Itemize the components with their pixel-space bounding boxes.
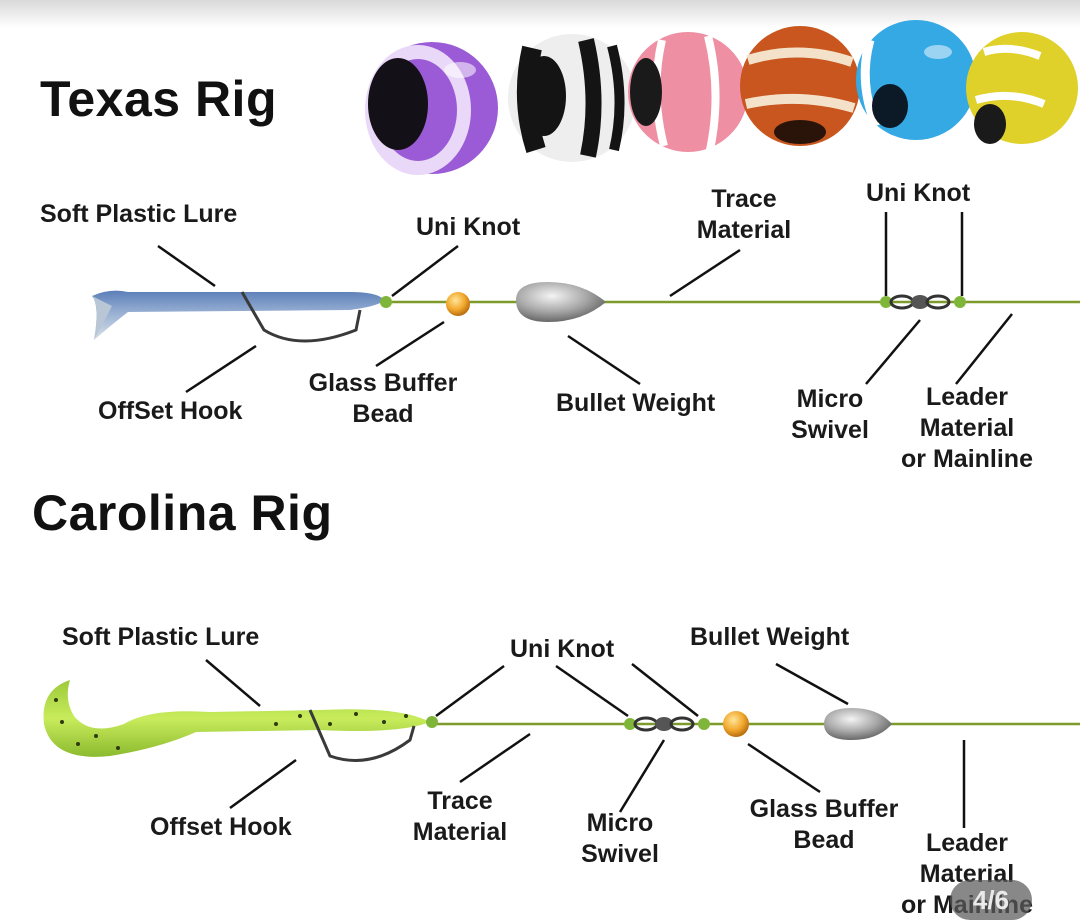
carolina-offset-hook xyxy=(308,709,416,762)
bead-yellow xyxy=(966,32,1078,144)
texas-label-offset-hook: OffSet Hook xyxy=(98,397,243,425)
carolina-label-bullet-weight: Bullet Weight xyxy=(690,623,850,651)
texas-glass-bead xyxy=(446,292,470,316)
carolina-label-offset-hook: Offset Hook xyxy=(150,813,292,841)
carolina-pointer-lines xyxy=(205,659,966,828)
bead-black-white xyxy=(508,34,636,162)
bead-orange xyxy=(740,26,860,146)
texas-label-soft-plastic-lure: Soft Plastic Lure xyxy=(40,200,238,228)
carolina-glass-bead xyxy=(723,711,749,737)
texas-rig-title: Texas Rig xyxy=(40,71,277,127)
texas-label-bullet-weight: Bullet Weight xyxy=(556,389,716,417)
carolina-rig-title: Carolina Rig xyxy=(32,485,333,541)
texas-label-uni-knot-2: Uni Knot xyxy=(866,179,971,207)
texas-label-uni-knot: Uni Knot xyxy=(416,213,521,241)
texas-micro-swivel xyxy=(880,294,966,310)
texas-bullet-weight xyxy=(516,282,606,322)
carolina-label-uni-knot: Uni Knot xyxy=(510,635,615,663)
carolina-uni-knot-1 xyxy=(426,716,438,728)
carolina-micro-swivel xyxy=(624,716,710,732)
carolina-soft-plastic-lure xyxy=(43,680,430,757)
texas-pointer-lines xyxy=(157,212,1013,394)
bead-purple xyxy=(365,42,498,175)
carolina-bullet-weight xyxy=(824,708,892,740)
texas-offset-hook xyxy=(240,291,362,343)
carolina-label-soft-plastic-lure: Soft Plastic Lure xyxy=(62,623,260,651)
bead-pink xyxy=(628,32,748,152)
bead-blue xyxy=(856,20,976,140)
texas-uni-knot-1 xyxy=(380,296,392,308)
bead-row xyxy=(365,20,1078,175)
texas-soft-plastic-lure xyxy=(92,290,384,340)
page-indicator[interactable]: 4/6 xyxy=(950,880,1032,920)
